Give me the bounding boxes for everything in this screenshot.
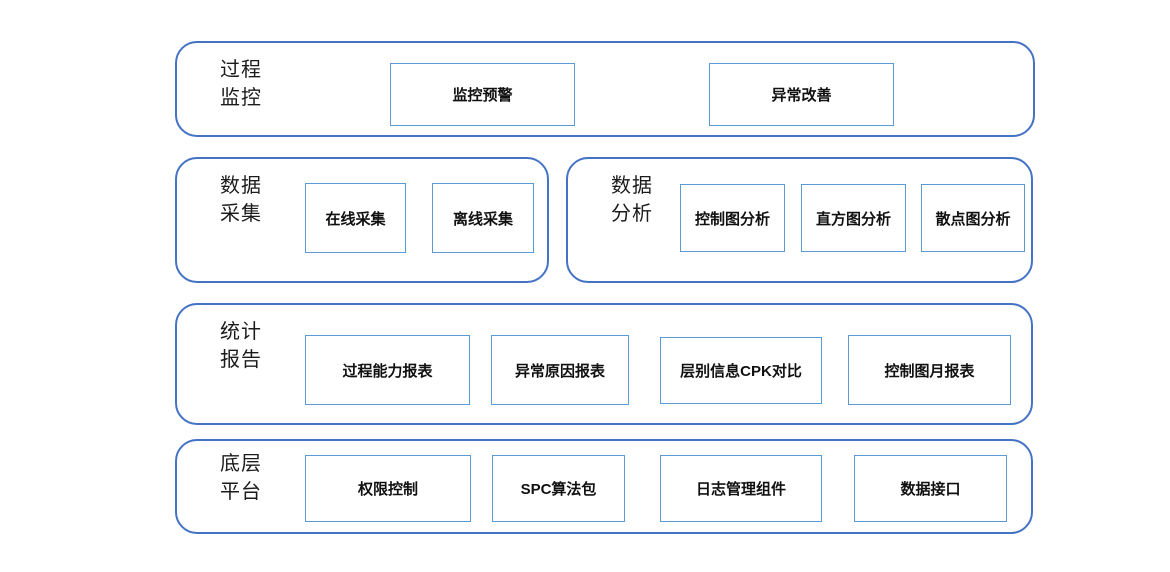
- box-process-capability-report: 过程能力报表: [305, 335, 470, 405]
- section-label-data-collection: 数据采集: [220, 173, 262, 225]
- box-data-interface: 数据接口: [854, 455, 1007, 522]
- box-offline-collection: 离线采集: [432, 183, 534, 253]
- section-process-monitoring: 过程监控 监控预警 异常改善: [175, 41, 1035, 137]
- box-abnormal-improvement: 异常改善: [709, 63, 894, 126]
- box-control-chart-monthly-report: 控制图月报表: [848, 335, 1011, 405]
- section-label-base-platform: 底层平台: [220, 451, 262, 503]
- section-data-collection: 数据采集 在线采集 离线采集: [175, 157, 549, 283]
- box-scatter-plot-analysis: 散点图分析: [921, 184, 1025, 252]
- box-histogram-analysis: 直方图分析: [801, 184, 906, 252]
- box-monitoring-warning: 监控预警: [390, 63, 575, 126]
- box-abnormal-cause-report: 异常原因报表: [491, 335, 629, 405]
- section-base-platform: 底层平台 权限控制 SPC算法包 日志管理组件 数据接口: [175, 439, 1033, 534]
- section-data-analysis: 数据分析 控制图分析 直方图分析 散点图分析: [566, 157, 1033, 283]
- box-permission-control: 权限控制: [305, 455, 471, 522]
- section-statistical-reports: 统计报告 过程能力报表 异常原因报表 层别信息CPK对比 控制图月报表: [175, 303, 1033, 425]
- box-control-chart-analysis: 控制图分析: [680, 184, 785, 252]
- box-online-collection: 在线采集: [305, 183, 406, 253]
- section-label-data-analysis: 数据分析: [611, 173, 653, 225]
- box-log-management-component: 日志管理组件: [660, 455, 822, 522]
- section-label-process-monitoring: 过程监控: [220, 57, 262, 109]
- box-spc-algorithm-package: SPC算法包: [492, 455, 625, 522]
- section-label-statistical-reports: 统计报告: [220, 319, 262, 371]
- box-stratified-cpk-comparison: 层别信息CPK对比: [660, 337, 822, 404]
